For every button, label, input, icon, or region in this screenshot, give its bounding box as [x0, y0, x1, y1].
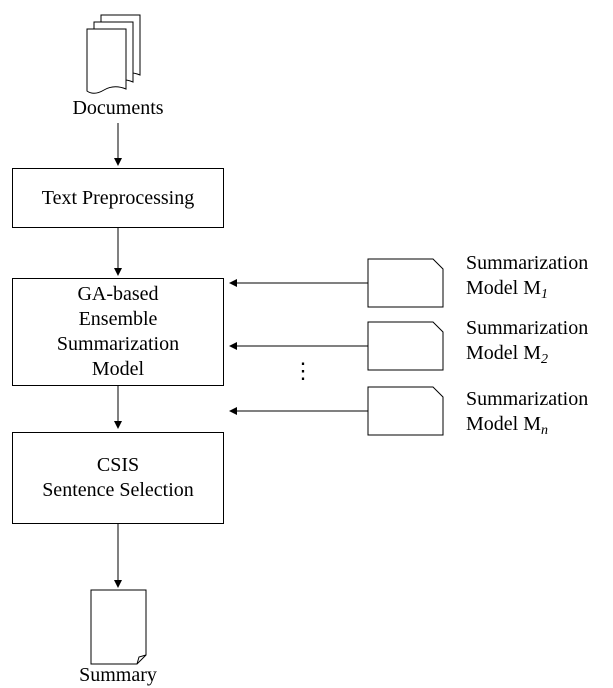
model-2-label: Summarization Model M2 [466, 316, 589, 367]
documents-icon [86, 14, 141, 94]
text-preprocessing-label: Text Preprocessing [41, 186, 195, 209]
model-1-line-2: Model M1 [466, 277, 548, 302]
sentence-selection-box: CSIS Sentence Selection [12, 432, 224, 524]
model-n-document-icon [367, 386, 444, 436]
model-n-line-2: Model Mn [466, 413, 548, 438]
ensemble-model-box: GA-based Ensemble Summarization Model [12, 278, 224, 386]
ensemble-line-1: GA-based [77, 283, 159, 305]
ensemble-line-4: Model [91, 358, 145, 380]
model-2-document-icon [367, 321, 444, 371]
selection-line-1: CSIS [96, 454, 140, 476]
model-n-line-1: Summarization [466, 388, 589, 410]
selection-line-2: Sentence Selection [42, 479, 194, 501]
summary-document-icon [90, 589, 147, 665]
summary-label: Summary [79, 664, 157, 686]
model-1-document-icon [367, 258, 444, 308]
ellipsis-dots: ⋮ [292, 358, 314, 383]
ensemble-line-3: Summarization [56, 333, 180, 355]
ensemble-line-2: Ensemble [78, 308, 158, 330]
model-n-label: Summarization Model Mn [466, 387, 589, 438]
model-1-label: Summarization Model M1 [466, 251, 589, 302]
model-1-line-1: Summarization [466, 252, 589, 274]
model-2-line-2: Model M2 [466, 342, 548, 367]
model-2-line-1: Summarization [466, 317, 589, 339]
text-preprocessing-box: Text Preprocessing [12, 168, 224, 228]
documents-label: Documents [72, 97, 164, 119]
summary-document-fold [136, 654, 147, 665]
